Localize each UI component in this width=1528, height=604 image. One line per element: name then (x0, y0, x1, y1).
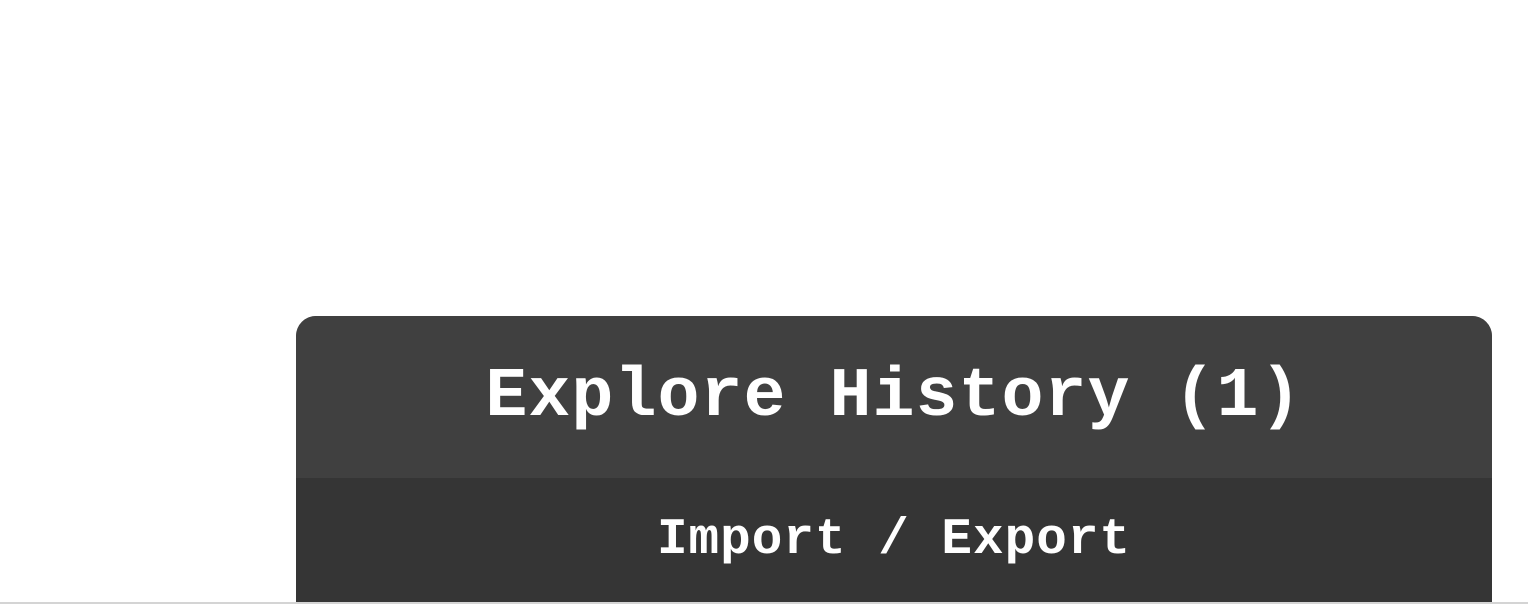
import-export-button[interactable]: Import / Export (296, 478, 1492, 602)
explore-history-panel: Explore History (1) Import / Export (296, 316, 1492, 602)
explore-history-toggle[interactable]: Explore History (1) (296, 316, 1492, 478)
bottom-divider (0, 602, 1528, 604)
